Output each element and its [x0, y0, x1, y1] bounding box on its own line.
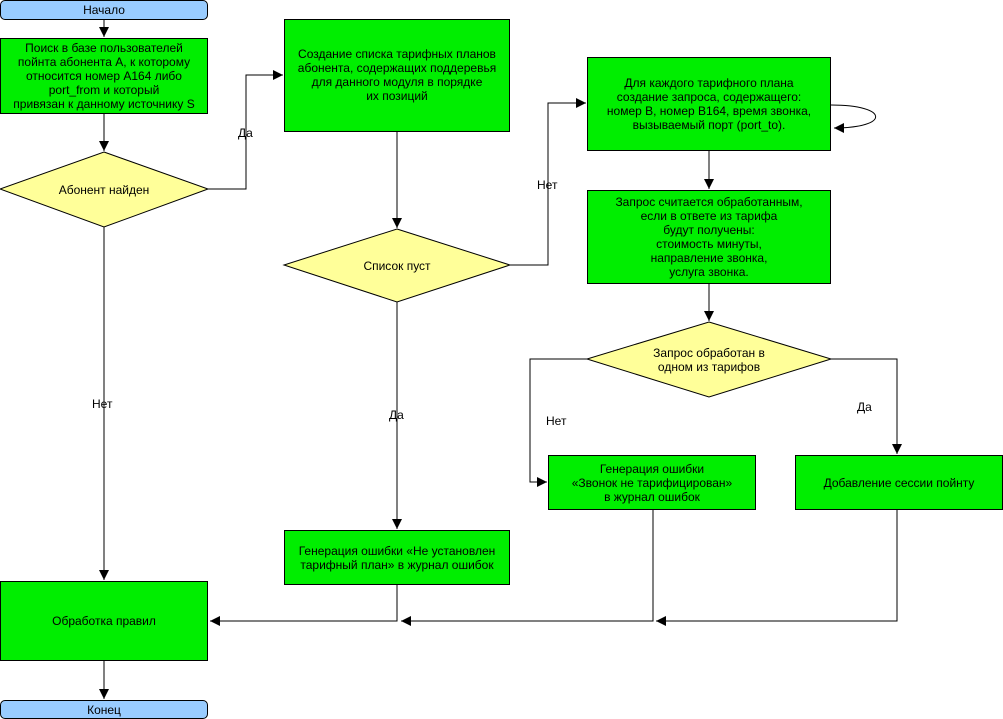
error-no-plan-label: Генерация ошибки «Не установлен тарифный… — [298, 543, 496, 572]
decision-processed: Запрос обработан в одном из тарифов — [587, 322, 831, 397]
create-list-label: Создание списка тарифных планов абонента… — [297, 47, 497, 103]
add-session-label: Добавление сессии пойнту — [823, 475, 975, 490]
edge-label-processed-yes: Да — [857, 400, 872, 414]
decision-processed-label: Запрос обработан в одном из тарифов — [653, 345, 765, 374]
search-process-box: Поиск в базе пользователей пойнта абонен… — [0, 38, 208, 114]
edge-label-empty-yes: Да — [389, 408, 404, 422]
end-terminal: Конец — [0, 700, 208, 719]
end-label: Конец — [87, 702, 121, 717]
edge-label-found-yes: Да — [238, 126, 253, 140]
decision-list-empty-label: Список пуст — [363, 258, 431, 273]
edge-label-processed-no: Нет — [546, 414, 567, 428]
request-processed-box: Запрос считается обработанным, если в от… — [587, 190, 831, 284]
for-each-plan-process-box: Для каждого тарифного плана создание зап… — [587, 57, 831, 151]
edge-label-found-no: Нет — [92, 397, 113, 411]
error-not-tariffed-box: Генерация ошибки «Звонок не тарифицирова… — [548, 455, 756, 510]
edge-found-yes — [208, 70, 283, 190]
add-session-box: Добавление сессии пойнту — [795, 455, 1003, 510]
edge-label-empty-no: Нет — [537, 178, 558, 192]
edge-session-merge — [656, 510, 898, 626]
decision-list-empty: Список пуст — [284, 229, 510, 302]
rules-processing-label: Обработка правил — [52, 614, 156, 628]
search-process-label: Поиск в базе пользователей пойнта абонен… — [13, 41, 195, 111]
rules-processing-box: Обработка правил — [0, 581, 208, 661]
request-processed-label: Запрос считается обработанным, если в от… — [615, 195, 803, 279]
start-label: Начало — [83, 3, 125, 17]
start-terminal: Начало — [0, 0, 208, 20]
for-each-plan-label: Для каждого тарифного плана создание зап… — [606, 76, 812, 132]
edge-plan-error-merge — [210, 585, 398, 626]
create-list-process-box: Создание списка тарифных планов абонента… — [284, 19, 510, 132]
edge-empty-no — [510, 98, 586, 266]
edge-processed-no — [529, 358, 587, 487]
edge-plan-loop — [830, 104, 877, 133]
decision-subscriber-found: Абонент найден — [0, 152, 208, 227]
edge-processed-yes — [831, 358, 902, 454]
edge-tariff-error-merge — [401, 510, 654, 626]
decision-subscriber-found-label: Абонент найден — [58, 182, 150, 197]
error-not-tariffed-label: Генерация ошибки «Звонок не тарифицирова… — [571, 461, 733, 504]
decision-processed-shape — [585, 321, 833, 398]
error-no-plan-box: Генерация ошибки «Не установлен тарифный… — [284, 530, 510, 585]
